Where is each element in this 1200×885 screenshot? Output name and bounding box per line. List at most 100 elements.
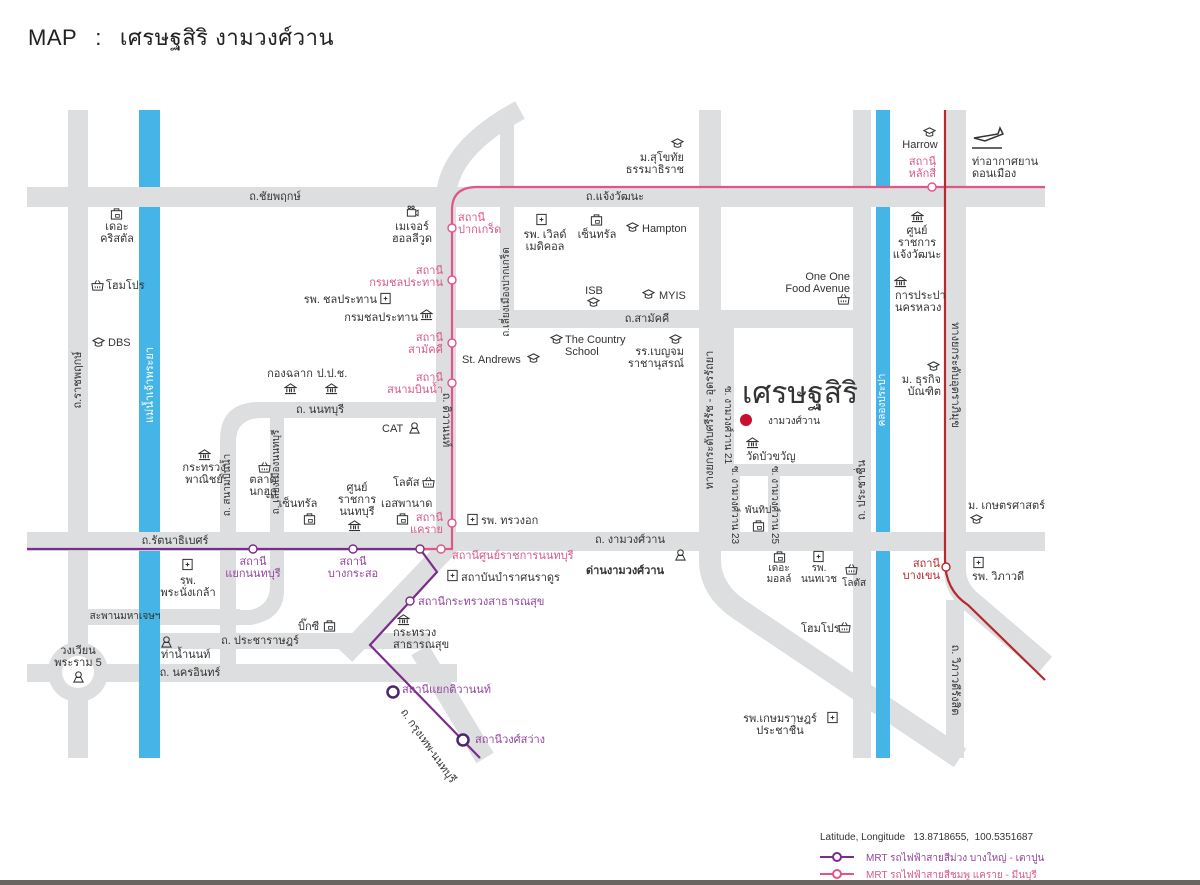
station-yaek-nonthaburi	[248, 544, 258, 554]
road-soi-connect	[725, 464, 855, 476]
mall-icon	[323, 619, 336, 632]
station-label-khae-rai: สถานี แคราย	[410, 512, 443, 536]
place-world-medical: รพ. เวิลด์ เมดิคอล	[523, 229, 567, 253]
station-label-govt-center: สถานีศูนย์ราชการนนทบุรี	[452, 550, 574, 562]
road-nonthaburi-bypass	[236, 418, 284, 625]
school-icon	[527, 352, 540, 365]
road-tiwanon	[436, 101, 525, 545]
road-label-samakkhi: ถ.สามัคคี	[624, 313, 670, 325]
hospital-icon	[812, 550, 825, 563]
chaophraya-river	[139, 110, 160, 758]
place-vibhavadi-hospital: รพ. วิภาวดี	[972, 571, 1025, 583]
road-label-prachachuen: ถ. ประชาชื่น	[856, 459, 868, 521]
place-lotus-west: โลตัส	[393, 477, 420, 489]
station-bang-khen	[941, 562, 951, 572]
hospital-icon	[972, 556, 985, 569]
hospital-icon	[181, 558, 194, 571]
station-label-sanambinnam: สถานี สนามบินน้ำ	[387, 372, 443, 396]
station-ministry-health	[405, 596, 415, 606]
place-kasemrad: รพ.เกษมราษฎร์ ประชาชื่น	[743, 713, 817, 737]
river-label-chaophraya: แม่น้ำเจ้าพระยา	[144, 346, 156, 424]
road-sirat-expressway	[699, 110, 967, 768]
mall-icon	[303, 512, 316, 525]
cinema-icon	[406, 205, 419, 218]
station-label-bang-krasor: สถานี บางกระสอ	[327, 556, 379, 580]
road-ratchaphruek	[68, 110, 88, 758]
station-label-lak-si: สถานี หลักสี่	[908, 156, 936, 180]
road-nakhon-in	[27, 664, 457, 682]
place-talad-nokhook: ตลาด นกฮูก	[249, 474, 277, 498]
place-bamrasnaradura: สถาบันบำราศนราดูร	[461, 572, 560, 584]
project-marker	[740, 414, 752, 426]
hospital-icon	[535, 213, 548, 226]
road-label-soi21: ซ. งามวงศ์วาน 21	[722, 385, 733, 465]
place-don-mueang: ท่าอากาศยาน ดอนเมือง	[972, 156, 1039, 180]
page-title: MAP:เศรษฐสิริ งามวงศ์วาน	[28, 20, 334, 55]
road-label-vibhavadi: ถ. วิภาวดีรังสิต	[949, 644, 961, 716]
road-label-sirat-expressway: ทางยกระดับศรีรัช - อุดรรัถยา	[704, 350, 716, 490]
mall-icon	[396, 512, 409, 525]
mall-icon	[752, 519, 765, 532]
legend-coordinates: Latitude, Longitude 13.8718655, 100.5351…	[820, 832, 1033, 843]
place-esplanade: เอสพานาด	[381, 498, 433, 510]
hospital-icon	[826, 711, 839, 724]
school-icon	[669, 333, 682, 346]
bottom-edge	[0, 880, 1200, 885]
place-myis: MYIS	[659, 290, 686, 302]
government-icon	[284, 382, 297, 395]
station-label-yaek-tiwanon: สถานีแยกติวานนท์	[402, 684, 492, 696]
place-chaeng-govt: ศูนย์ ราชการ แจ้งวัฒนะ	[892, 225, 942, 261]
road-bangkok-nonthaburi-south	[411, 644, 494, 764]
government-icon	[325, 382, 338, 395]
place-pantip: พันทิป	[745, 505, 772, 516]
red-line	[943, 110, 1046, 681]
place-dbs: DBS	[108, 337, 131, 349]
canal-label-prapa: คลองประปา	[877, 373, 888, 427]
place-lotus-east: โลตัส	[842, 578, 867, 589]
place-mwa: การประปา นครหลวง	[895, 290, 946, 314]
government-icon	[198, 448, 211, 461]
road-label-pracharat: ถ. ประชาราษฎร์	[221, 635, 299, 647]
school-icon	[923, 126, 936, 139]
airport-icon	[972, 126, 1005, 149]
place-country-school: The Country School	[565, 334, 626, 358]
place-st-andrews: St. Andrews	[462, 354, 521, 366]
place-one-one: One One Food Avenue	[785, 271, 850, 295]
place-central-rattana: เซ็นทรัล	[278, 498, 318, 510]
place-chonprathan: กรมชลประทาน	[344, 312, 418, 324]
rail-lines	[27, 110, 1046, 759]
road-label-rattanathibet: ถ.รัตนาธิเบศร์	[141, 535, 209, 547]
road-samakkhi	[455, 310, 855, 328]
station-pakkret	[447, 223, 457, 233]
station-samakkhi	[447, 338, 457, 348]
market-icon	[845, 563, 858, 576]
place-the-mall: เดอะ มอลล์	[766, 563, 792, 585]
legend-pink-line: MRT รถไฟฟ้าสายสีชมพู แคราย - มีนบุรี	[866, 870, 1037, 881]
place-nacc: ป.ป.ช.	[316, 368, 348, 380]
place-govt-center: ศูนย์ ราชการ นนทบุรี	[337, 482, 377, 518]
government-icon	[420, 308, 433, 321]
school-icon	[550, 333, 563, 346]
place-dan-ngamwongwan: ด่านงามวงศ์วาน	[586, 565, 665, 577]
place-major: เมเจอร์ ฮอลลีวูด	[391, 221, 433, 245]
place-chest-hospital: รพ. ทรวงอก	[481, 515, 539, 527]
road-soi25	[768, 470, 780, 534]
station-yaek-tiwanon	[386, 685, 400, 699]
government-icon	[894, 275, 907, 288]
legend-purple-line: MRT รถไฟฟ้าสายสีม่วง บางใหญ่ - เตาปูน	[866, 853, 1045, 864]
government-icon	[397, 613, 410, 626]
place-homepro-west: โฮมโปร	[106, 280, 145, 292]
hospital-icon	[466, 513, 479, 526]
pin-icon	[674, 548, 687, 561]
place-pranangklao: รพ. พระนั่งเกล้า	[160, 575, 216, 599]
station-label-chonprathan: สถานี กรมชลประทาน	[369, 265, 443, 289]
place-homepro-east: โฮมโปร	[801, 623, 840, 635]
temple-icon	[746, 436, 759, 449]
mall-icon	[110, 207, 123, 220]
road-label-chaiyaphruek: ถ.ชัยพฤกษ์	[249, 191, 301, 203]
title-project: เศรษฐสิริ งามวงศ์วาน	[119, 25, 335, 50]
station-khae-rai	[447, 518, 457, 528]
road-label-nonthaburi: ถ. นนทบุรี	[296, 404, 344, 416]
station-label-bang-khen: สถานี บางเขน	[902, 558, 940, 582]
pink-line	[420, 185, 1045, 551]
